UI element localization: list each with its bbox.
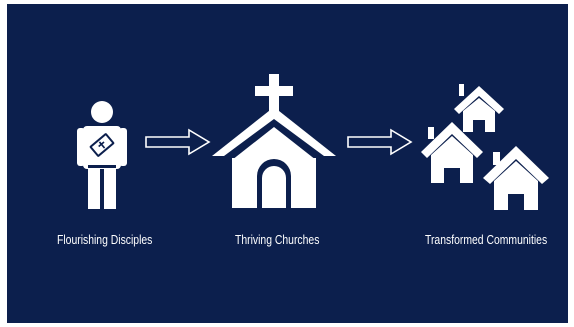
step-label-disciples: Flourishing Disciples [57, 232, 153, 247]
slide: Flourishing Disciples Thriving Churches … [7, 4, 568, 323]
step-label-communities: Transformed Communities [425, 232, 548, 247]
person-with-bible-icon [77, 101, 127, 209]
houses-icon [421, 84, 549, 210]
arrow-right-icon [145, 128, 211, 156]
arrow-right-icon [347, 128, 413, 156]
church-icon [212, 74, 336, 208]
step-label-churches: Thriving Churches [235, 232, 320, 247]
